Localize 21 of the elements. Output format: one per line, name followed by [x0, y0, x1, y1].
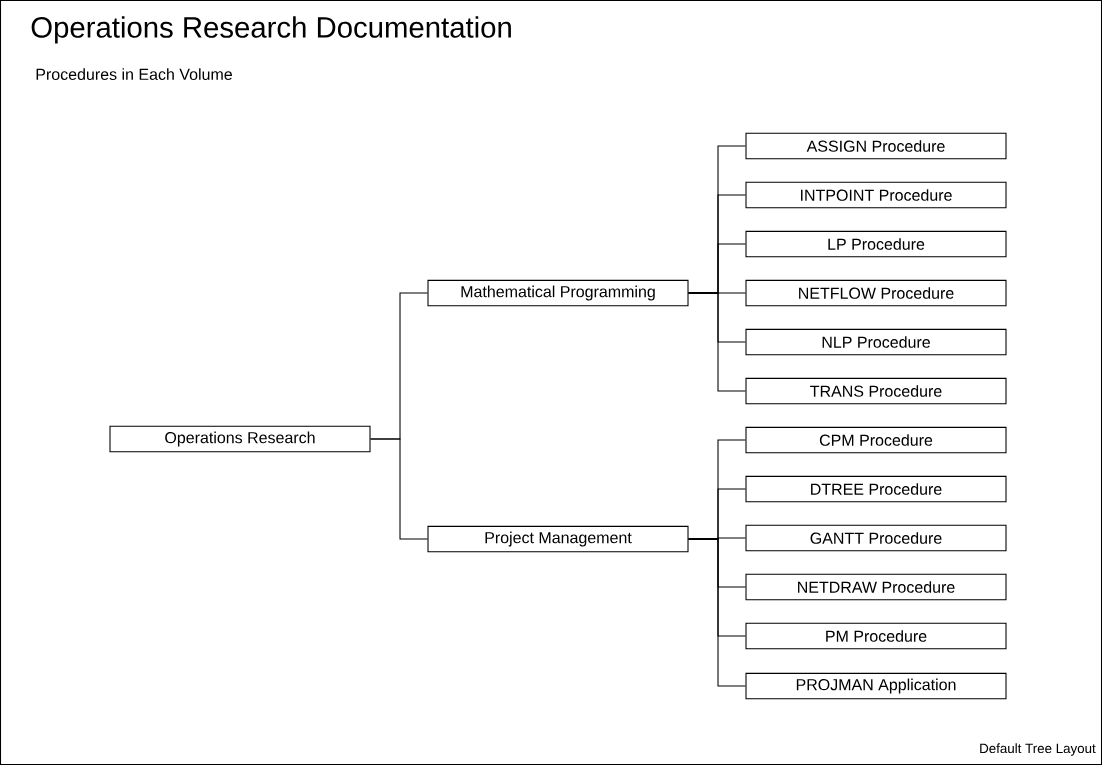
tree-box: TRANS Procedure: [745, 377, 1007, 405]
tree-box: CPM Procedure: [745, 426, 1007, 454]
tree-box: INTPOINT Procedure: [745, 181, 1007, 209]
tree-box: PROJMAN Application: [745, 672, 1007, 700]
tree-box: NLP Procedure: [745, 328, 1007, 356]
tree-connector: [370, 438, 428, 540]
footnote: Default Tree Layout: [980, 743, 1096, 756]
subtitle: Procedures in Each Volume: [36, 68, 232, 80]
tree-box: ASSIGN Procedure: [745, 132, 1007, 160]
tree-box: GANTT Procedure: [745, 524, 1007, 552]
tree-connector: [688, 538, 746, 687]
tree-connector: [688, 292, 746, 392]
tree-box: DTREE Procedure: [745, 475, 1007, 503]
tree-box: PM Procedure: [745, 622, 1007, 650]
tree-box: LP Procedure: [745, 230, 1007, 258]
tree-box: Operations Research: [109, 425, 371, 453]
tree-box: Mathematical Programming: [427, 279, 689, 307]
tree-box: NETDRAW Procedure: [745, 573, 1007, 601]
title: Operations Research Documentation: [31, 16, 511, 44]
tree-box: Project Management: [427, 525, 689, 553]
tree-box: NETFLOW Procedure: [745, 279, 1007, 307]
